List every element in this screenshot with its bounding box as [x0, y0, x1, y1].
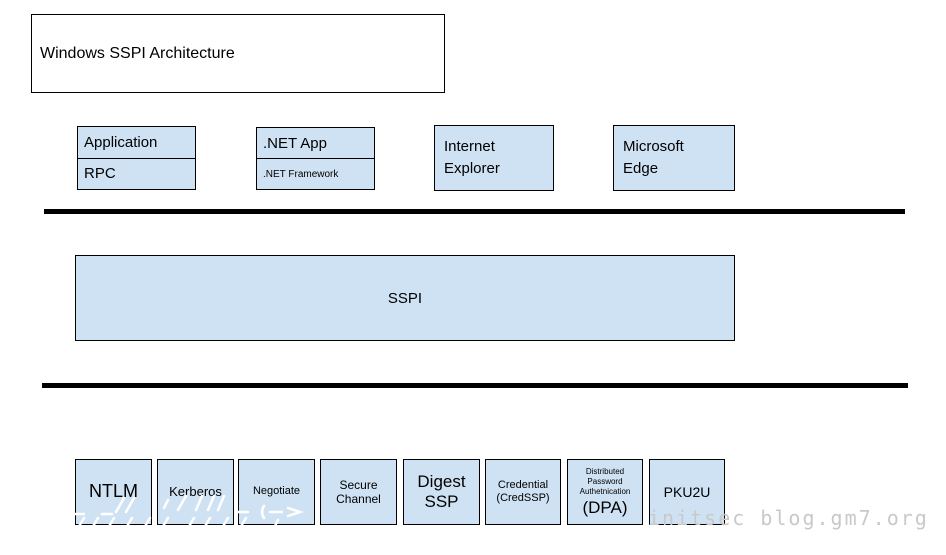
application-rpc-box: Application RPC [77, 126, 196, 190]
dotnet-app-label: .NET App [263, 134, 327, 152]
microsoft-edge-label: Microsoft Edge [623, 138, 684, 177]
dpa-abbrev-label: (DPA) [582, 497, 628, 517]
separator-line-top [44, 209, 905, 214]
provider-box-credssp: Credential (CredSSP) [485, 459, 561, 525]
digest-ssp-label: Digest SSP [417, 471, 466, 511]
provider-box-digest-ssp: Digest SSP [403, 459, 480, 525]
rpc-label: RPC [84, 165, 116, 183]
diagram-title: Windows SSPI Architecture [40, 44, 235, 62]
dotnet-app-cell: .NET App [257, 128, 374, 159]
dotnet-app-box: .NET App .NET Framework [256, 127, 375, 190]
provider-box-dpa: Distributed Password Authetnication (DPA… [567, 459, 643, 525]
sspi-label: SSPI [387, 289, 423, 307]
provider-box-ntlm: NTLM [75, 459, 152, 525]
negotiate-label: Negotiate [252, 485, 301, 498]
rpc-cell: RPC [78, 159, 195, 190]
diagram-title-box: Windows SSPI Architecture [31, 14, 445, 93]
microsoft-edge-box: Microsoft Edge [613, 125, 735, 191]
provider-box-negotiate: Negotiate [238, 459, 315, 525]
dotnet-framework-label: .NET Framework [263, 168, 339, 180]
sspi-box: SSPI [75, 255, 735, 341]
application-cell: Application [78, 127, 195, 159]
credssp-label: Credential (CredSSP) [496, 478, 550, 504]
dpa-full-label: Distributed Password Authetnication [579, 466, 631, 497]
kerberos-label: Kerberos [169, 484, 222, 500]
provider-box-secure-channel: Secure Channel [320, 459, 397, 525]
application-label: Application [84, 133, 158, 151]
internet-explorer-label: Internet Explorer [444, 138, 500, 177]
separator-line-bottom [42, 383, 908, 388]
site-watermark: initsec blog.gm7.org [648, 506, 929, 530]
provider-box-pku2u: PKU2U [649, 459, 725, 525]
internet-explorer-box: Internet Explorer [434, 125, 554, 191]
ntlm-label: NTLM [89, 481, 138, 502]
secure-channel-label: Secure Channel [336, 477, 381, 506]
pku2u-label: PKU2U [663, 483, 711, 500]
provider-box-kerberos: Kerberos [157, 459, 234, 525]
dotnet-framework-cell: .NET Framework [257, 159, 374, 189]
